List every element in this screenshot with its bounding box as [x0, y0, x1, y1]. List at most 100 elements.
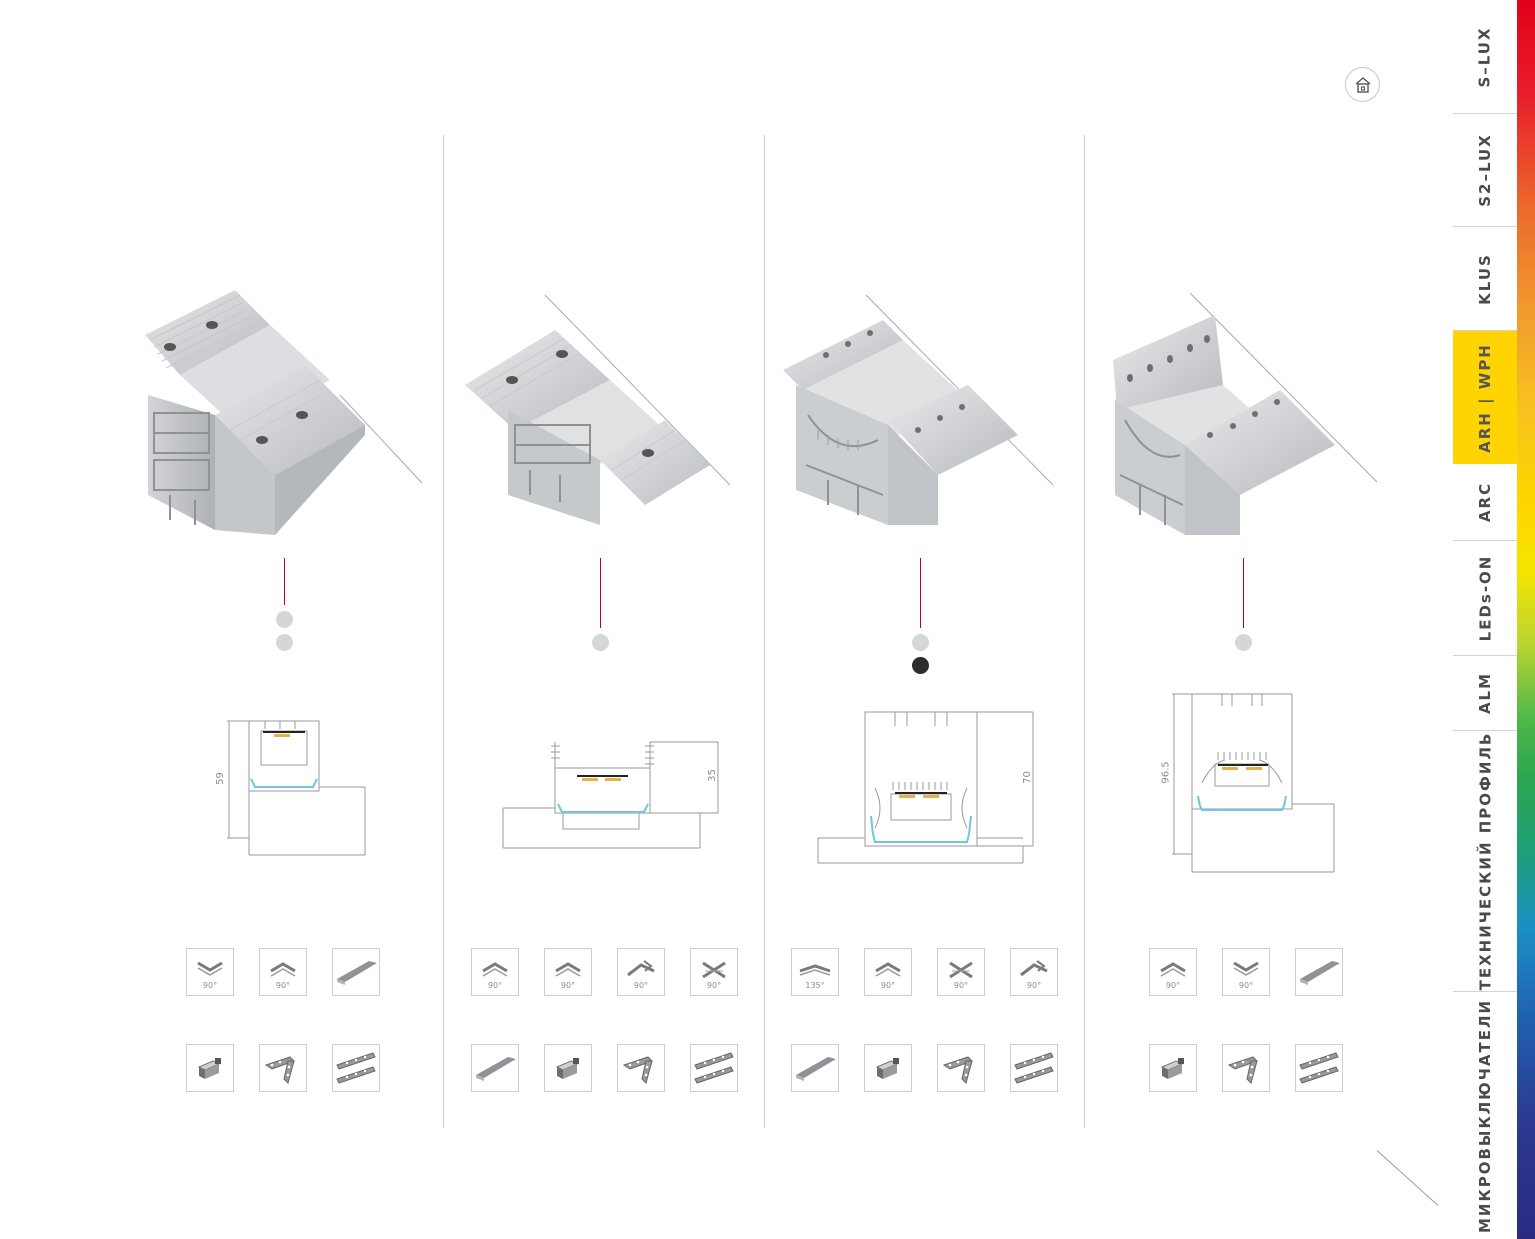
accessory-button[interactable]: 90°: [1149, 948, 1197, 996]
color-dot-silver: [592, 634, 609, 651]
accessory-button[interactable]: [1010, 1044, 1058, 1092]
accessory-button[interactable]: 90°: [471, 948, 519, 996]
cross-section-4: [1172, 693, 1335, 873]
accessory-button[interactable]: [1222, 1044, 1270, 1092]
accessory-button[interactable]: 90°: [544, 948, 592, 996]
accessory-angle-label: 90°: [560, 981, 576, 990]
angle-bracket-icon: [622, 1056, 653, 1084]
angle-bracket-icon: [1227, 1056, 1258, 1084]
accessory-button[interactable]: [259, 1044, 307, 1092]
corner-outer-icon: [482, 962, 508, 977]
accessory-button[interactable]: 90°: [690, 948, 738, 996]
nav-item-arc[interactable]: ARC: [1453, 464, 1517, 541]
nav-item-label: KLUS: [1475, 252, 1494, 305]
accessory-button[interactable]: [617, 1044, 665, 1092]
accessory-angle-label: 90°: [706, 981, 722, 990]
color-dot-black: [912, 657, 929, 674]
diffuser-icon: [796, 1057, 836, 1081]
product-render-3: [783, 294, 1054, 525]
accessory-button[interactable]: [690, 1044, 738, 1092]
accessory-button[interactable]: [332, 948, 380, 996]
corner-outer-icon: [270, 962, 296, 977]
accessory-angle-label: 90°: [1165, 981, 1181, 990]
nav-item-klus[interactable]: KLUS: [1453, 227, 1517, 331]
color-dot-silver: [912, 634, 929, 651]
color-indicator-line: [600, 558, 601, 628]
column-divider-1: [443, 135, 444, 1128]
nav-item-label: МИКРОВЫКЛЮЧАТЕЛИ: [1476, 998, 1495, 1233]
accessory-angle-label: 90°: [953, 981, 969, 990]
column-divider-3: [1084, 135, 1085, 1128]
corner-side-icon: [627, 960, 655, 977]
end-cap-icon: [875, 1058, 899, 1079]
nav-item-label: S2–LUX: [1476, 133, 1495, 207]
accessory-button[interactable]: 90°: [1222, 948, 1270, 996]
diffuser-icon: [1300, 961, 1340, 985]
accessory-button[interactable]: [791, 1044, 839, 1092]
accessory-angle-label: 90°: [633, 981, 649, 990]
corner-side-icon: [1020, 960, 1048, 977]
accessory-angle-label: 90°: [880, 981, 896, 990]
nav-item-s2-lux[interactable]: S2–LUX: [1453, 114, 1517, 227]
accessory-button[interactable]: [937, 1044, 985, 1092]
nav-item-label: ARC: [1475, 481, 1494, 523]
accessory-angle-label: 90°: [1238, 981, 1254, 990]
corner-135-icon: [799, 964, 831, 976]
accessory-button[interactable]: [471, 1044, 519, 1092]
home-icon: [1355, 76, 1370, 93]
end-cap-icon: [197, 1058, 221, 1079]
accessory-angle-label: 135°: [805, 981, 825, 990]
decorative-line: [1376, 1150, 1439, 1206]
connector-plates-icon: [1014, 1052, 1054, 1084]
cross-section-1: [227, 720, 366, 856]
dimension-label: 35: [706, 769, 718, 782]
accessory-button[interactable]: 90°: [617, 948, 665, 996]
nav-item-label: LEDs-ON: [1476, 554, 1494, 642]
corner-inner-icon: [197, 961, 223, 976]
cross-section-2: [502, 741, 719, 849]
accessory-angle-label: 90°: [202, 981, 218, 990]
connector-plates-icon: [1299, 1052, 1339, 1084]
product-render-4: [1113, 292, 1378, 535]
accessory-button[interactable]: 135°: [791, 948, 839, 996]
color-dot-silver: [276, 634, 293, 651]
corner-cross-icon: [949, 961, 973, 979]
dimension-label: 96.5: [1160, 761, 1172, 784]
accessory-button[interactable]: [1149, 1044, 1197, 1092]
accessory-button[interactable]: [544, 1044, 592, 1092]
accessory-button[interactable]: [332, 1044, 380, 1092]
accessory-button[interactable]: [1295, 1044, 1343, 1092]
accessory-angle-label: 90°: [275, 981, 291, 990]
accessory-button[interactable]: 90°: [937, 948, 985, 996]
accessory-button[interactable]: 90°: [259, 948, 307, 996]
product-render-1: [145, 290, 423, 535]
corner-outer-icon: [875, 962, 901, 977]
cross-section-3: [817, 711, 1034, 864]
corner-outer-icon: [1160, 962, 1186, 977]
color-indicator-line: [920, 558, 921, 628]
accessory-button[interactable]: [864, 1044, 912, 1092]
nav-item-leds-on[interactable]: LEDs-ON: [1453, 541, 1517, 656]
end-cap-icon: [1160, 1058, 1184, 1079]
nav-item-microswitches[interactable]: МИКРОВЫКЛЮЧАТЕЛИ: [1453, 992, 1517, 1239]
diffuser-icon: [337, 961, 377, 985]
color-indicator-line: [284, 558, 285, 605]
accessory-button[interactable]: 90°: [864, 948, 912, 996]
nav-item-alm[interactable]: ALM: [1453, 656, 1517, 731]
nav-item-technical-profile[interactable]: ТЕХНИЧЕСКИЙ ПРОФИЛЬ: [1453, 731, 1517, 992]
nav-item-arh-wph[interactable]: ARH | WPH: [1453, 331, 1517, 464]
nav-item-label: ТЕХНИЧЕСКИЙ ПРОФИЛЬ: [1476, 731, 1494, 991]
nav-item-label: S–LUX: [1475, 25, 1494, 88]
home-button[interactable]: [1345, 67, 1380, 102]
catalog-nav: S–LUX S2–LUX KLUS ARH | WPH ARC LEDs-ON …: [1453, 0, 1517, 1239]
corner-cross-icon: [702, 961, 726, 979]
accessory-button[interactable]: [186, 1044, 234, 1092]
diffuser-icon: [476, 1057, 516, 1081]
accessory-button[interactable]: [1295, 948, 1343, 996]
accessory-button[interactable]: 90°: [1010, 948, 1058, 996]
accessory-angle-label: 90°: [487, 981, 503, 990]
nav-item-s-lux[interactable]: S–LUX: [1453, 0, 1517, 114]
dimension-label: 70: [1021, 771, 1033, 784]
color-indicator-line: [1243, 558, 1244, 628]
accessory-button[interactable]: 90°: [186, 948, 234, 996]
